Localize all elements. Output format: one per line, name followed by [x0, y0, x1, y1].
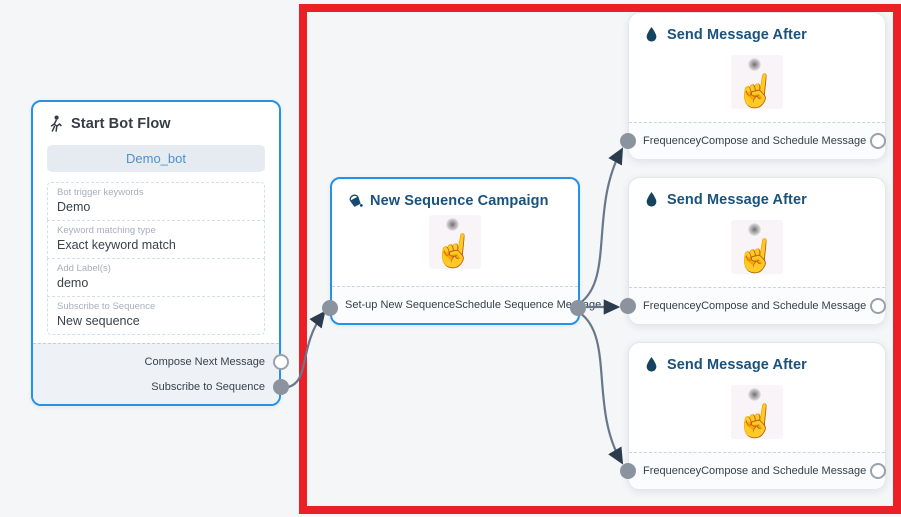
- port-send1-compose-out[interactable]: [870, 133, 886, 149]
- field-label: Add Label(s): [57, 263, 111, 274]
- send-node-footer: Frequencey Compose and Schedule Message: [629, 287, 885, 324]
- field-value: demo: [57, 276, 89, 290]
- configure-message-button[interactable]: ☝: [731, 55, 783, 112]
- configure-message-button[interactable]: ☝: [731, 220, 783, 277]
- walking-person-icon: [48, 115, 64, 132]
- output-setup-new-sequence: Set-up New Sequence: [345, 299, 456, 311]
- start-node-title: Start Bot Flow: [71, 115, 171, 132]
- configure-campaign-button[interactable]: ☝: [429, 215, 481, 272]
- field-bot-trigger-keywords[interactable]: Bot trigger keywords Demo: [47, 182, 265, 221]
- field-value: Exact keyword match: [57, 238, 176, 252]
- click-effect-dot: [748, 223, 761, 236]
- click-effect-dot: [748, 58, 761, 71]
- send-node-header: Send Message After: [629, 178, 885, 208]
- water-drop-icon: [644, 356, 660, 373]
- port-subscribe-to-sequence[interactable]: [273, 379, 289, 395]
- campaign-node-footer: Set-up New Sequence Schedule Sequence Me…: [332, 286, 601, 323]
- start-node-footer: Compose Next Message Subscribe to Sequen…: [33, 343, 279, 404]
- click-effect-dot: [446, 218, 459, 231]
- port-campaign-in[interactable]: [322, 300, 338, 316]
- campaign-node-title: New Sequence Campaign: [370, 192, 549, 209]
- field-label: Keyword matching type: [57, 225, 156, 236]
- new-sequence-campaign-node[interactable]: New Sequence Campaign ☝ Set-up New Seque…: [330, 177, 601, 325]
- bucket-icon: [347, 192, 363, 209]
- hand-cursor-icon: ☝: [734, 234, 780, 277]
- field-label: Bot trigger keywords: [57, 187, 144, 198]
- send-message-after-node-3[interactable]: Send Message After ☝ Frequencey Compose …: [628, 342, 886, 490]
- port-send1-frequency-in[interactable]: [620, 133, 636, 149]
- input-frequency: Frequencey: [643, 135, 702, 147]
- field-subscribe-to-sequence[interactable]: Subscribe to Sequence New sequence: [47, 296, 265, 335]
- output-compose-and-schedule-message: Compose and Schedule Message: [701, 465, 867, 477]
- send-node-header: Send Message After: [629, 13, 885, 43]
- send-message-after-node-1[interactable]: Send Message After ☝ Frequencey Compose …: [628, 12, 886, 160]
- highlight-rectangle: [299, 4, 901, 514]
- output-compose-and-schedule-message: Compose and Schedule Message: [701, 300, 867, 312]
- hand-cursor-icon: ☝: [432, 229, 478, 272]
- input-frequency: Frequencey: [643, 300, 702, 312]
- output-compose-and-schedule-message: Compose and Schedule Message: [701, 135, 867, 147]
- send-node-footer: Frequencey Compose and Schedule Message: [629, 452, 885, 489]
- water-drop-icon: [644, 26, 660, 43]
- field-label: Subscribe to Sequence: [57, 301, 156, 312]
- start-bot-flow-node[interactable]: Start Bot Flow Demo_bot Bot trigger keyw…: [31, 100, 281, 406]
- start-node-header: Start Bot Flow: [33, 102, 279, 132]
- send-node-header: Send Message After: [629, 343, 885, 373]
- hand-cursor-icon: ☝: [734, 69, 780, 112]
- port-send3-compose-out[interactable]: [870, 463, 886, 479]
- field-add-labels[interactable]: Add Label(s) demo: [47, 258, 265, 297]
- send-message-after-node-2[interactable]: Send Message After ☝ Frequencey Compose …: [628, 177, 886, 325]
- water-drop-icon: [644, 191, 660, 208]
- port-send3-frequency-in[interactable]: [620, 463, 636, 479]
- click-effect-dot: [748, 388, 761, 401]
- bot-name-button[interactable]: Demo_bot: [47, 145, 265, 172]
- port-compose-next-message[interactable]: [273, 354, 289, 370]
- field-keyword-matching-type[interactable]: Keyword matching type Exact keyword matc…: [47, 220, 265, 259]
- send-node-title: Send Message After: [667, 356, 807, 373]
- input-frequency: Frequencey: [643, 465, 702, 477]
- start-node-fields: Bot trigger keywords Demo Keyword matchi…: [47, 182, 265, 335]
- port-campaign-out[interactable]: [570, 300, 586, 316]
- campaign-node-header: New Sequence Campaign: [332, 179, 578, 209]
- port-send2-compose-out[interactable]: [870, 298, 886, 314]
- port-send2-frequency-in[interactable]: [620, 298, 636, 314]
- output-compose-next-message: Compose Next Message: [144, 356, 265, 368]
- send-node-footer: Frequencey Compose and Schedule Message: [629, 122, 885, 159]
- configure-message-button[interactable]: ☝: [731, 385, 783, 442]
- send-node-title: Send Message After: [667, 26, 807, 43]
- field-value: New sequence: [57, 314, 140, 328]
- send-node-title: Send Message After: [667, 191, 807, 208]
- output-subscribe-to-sequence: Subscribe to Sequence: [151, 381, 265, 393]
- hand-cursor-icon: ☝: [734, 399, 780, 442]
- output-schedule-sequence-message: Schedule Sequence Message: [455, 299, 602, 311]
- field-value: Demo: [57, 200, 91, 214]
